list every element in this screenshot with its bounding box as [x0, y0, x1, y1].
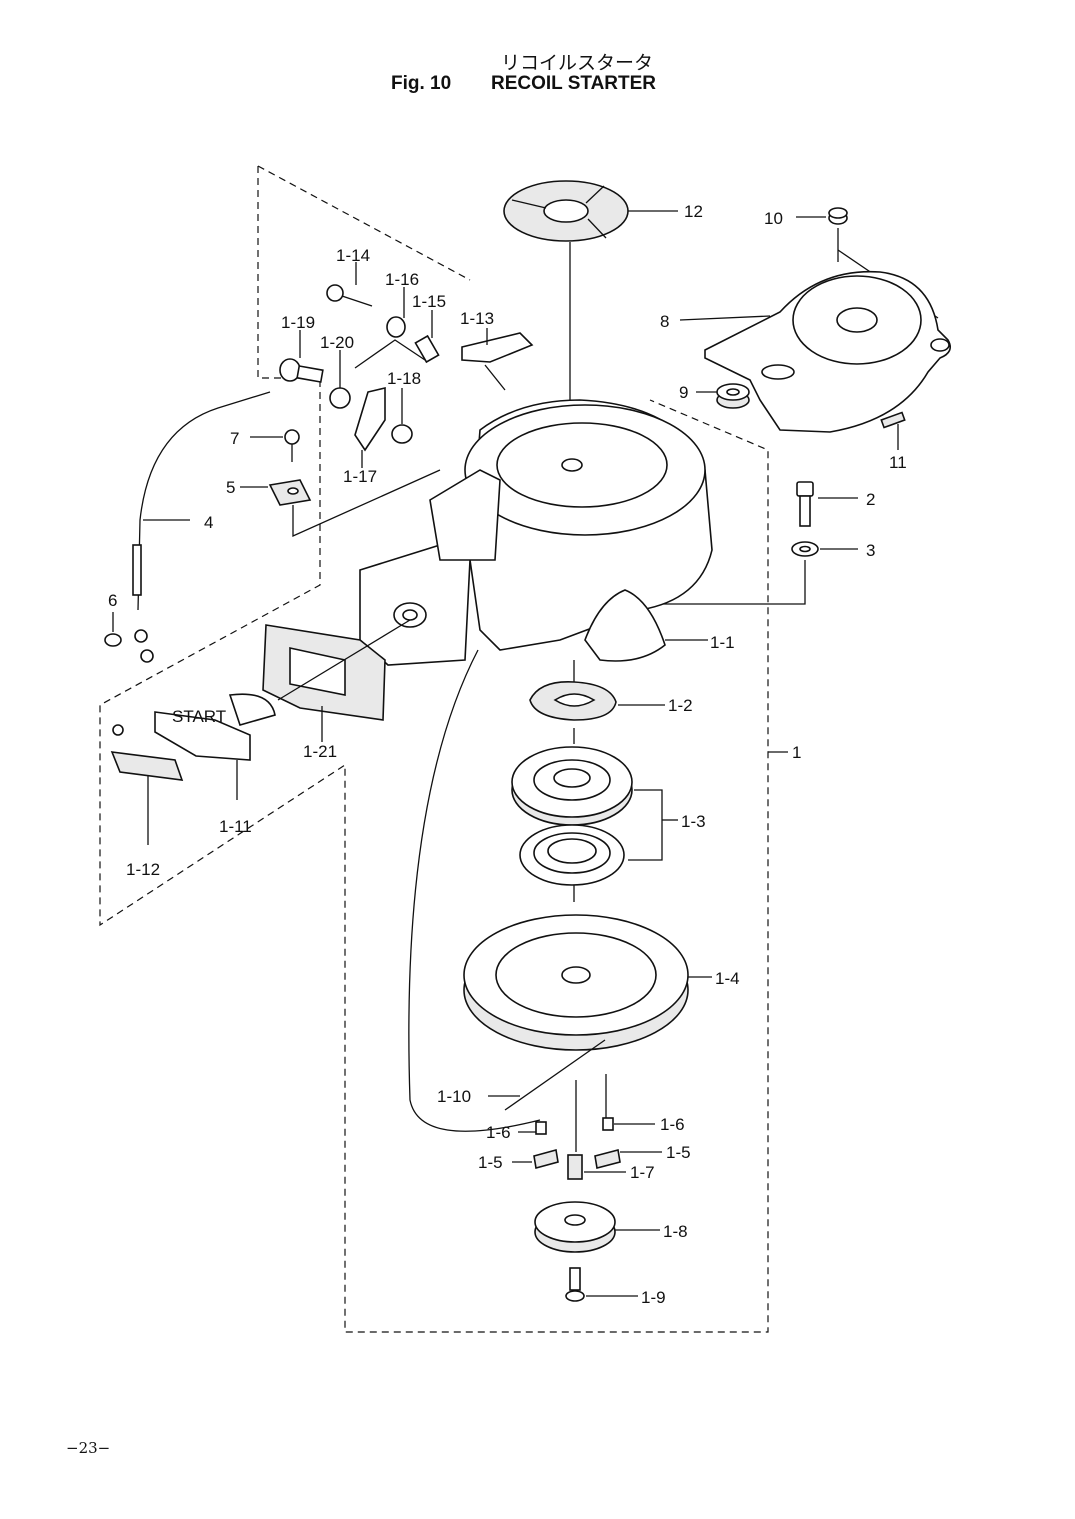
- callout-1-13: 1-13: [460, 309, 494, 328]
- callout-8: 8: [660, 312, 669, 331]
- callout-1-2: 1-2: [668, 696, 693, 715]
- callout-9: 9: [679, 383, 688, 402]
- callout-12: 12: [684, 202, 703, 221]
- part-1-17-lever: [354, 386, 386, 468]
- part-1-16-spring: [354, 287, 426, 369]
- callout-1: 1: [792, 743, 801, 762]
- callout-1-7: 1-7: [630, 1163, 655, 1182]
- part-5-plate: [240, 469, 441, 538]
- callout-1-5-right: 1-5: [666, 1143, 691, 1162]
- part-11-plate: [880, 411, 906, 450]
- callout-7: 7: [230, 429, 239, 448]
- part-1-12-insert: [110, 724, 184, 845]
- callout-1-12: 1-12: [126, 860, 160, 879]
- callout-1-18: 1-18: [387, 369, 421, 388]
- callout-1-14: 1-14: [336, 246, 370, 265]
- part-1-4-reel: [463, 914, 712, 1051]
- part-1-1-housing: [359, 399, 713, 666]
- part-8-cover: [679, 270, 951, 433]
- callout-6: 6: [108, 591, 117, 610]
- figure-title: RECOIL STARTER: [491, 73, 657, 94]
- part-6-clip: [104, 612, 122, 647]
- callout-2: 2: [866, 490, 875, 509]
- handle-start-marking: START: [172, 707, 226, 726]
- callout-10: 10: [764, 209, 783, 228]
- part-1-10-rope: [408, 649, 606, 1132]
- callout-1-16: 1-16: [385, 270, 419, 289]
- part-1-11-handle: START: [154, 693, 276, 800]
- part-1-15-pin: [414, 310, 440, 364]
- callout-1-19: 1-19: [281, 313, 315, 332]
- part-1-20-collar: [329, 350, 351, 409]
- part-7-screw: [250, 429, 300, 462]
- page-number: −23−: [66, 1439, 111, 1457]
- figure-number: Fig. 10: [391, 73, 452, 94]
- part-1-6-spring-right: [602, 1074, 655, 1131]
- callout-1-1: 1-1: [710, 633, 735, 652]
- part-4-cable: [132, 391, 271, 663]
- title-japanese: リコイルスタータ: [500, 52, 653, 74]
- part-1-8-ratchet-guide: [534, 1201, 660, 1253]
- callout-1-9: 1-9: [641, 1288, 666, 1307]
- part-1-7-spring: [567, 1080, 626, 1180]
- part-1-9-screw: [565, 1267, 638, 1302]
- part-1-2-washer: [529, 660, 665, 721]
- callout-1-5-left: 1-5: [478, 1153, 503, 1172]
- callout-5: 5: [226, 478, 235, 497]
- callout-3: 3: [866, 541, 875, 560]
- part-2-bolt: [796, 481, 858, 527]
- callout-1-17: 1-17: [343, 467, 377, 486]
- part-1-3-spiral-spring: [519, 789, 678, 902]
- callout-1-10: 1-10: [437, 1087, 471, 1106]
- callout-1-21: 1-21: [303, 742, 337, 761]
- part-1-19-bolt: [279, 330, 324, 383]
- part-1-6-spring-left: [518, 1121, 547, 1135]
- callout-1-11: 1-11: [219, 817, 252, 836]
- callout-1-20: 1-20: [320, 333, 354, 352]
- part-12-disc: [503, 180, 678, 470]
- part-1-18-washer: [391, 388, 413, 444]
- part-1-3-spring-case: [511, 728, 633, 826]
- part-1-5-ratchet-left: [512, 1148, 559, 1170]
- callout-4: 4: [204, 513, 213, 532]
- part-1-5-ratchet-right: [594, 1149, 662, 1169]
- callout-1-3: 1-3: [681, 812, 706, 831]
- callout-1-15: 1-15: [412, 292, 446, 311]
- part-1-14-bolt: [326, 262, 373, 307]
- callout-1-4: 1-4: [715, 969, 740, 988]
- part-9-grommet: [696, 383, 750, 409]
- callout-1-6-right: 1-6: [660, 1115, 685, 1134]
- callout-11: 11: [889, 453, 907, 472]
- callout-1-6-left: 1-6: [486, 1123, 511, 1142]
- callout-1-8: 1-8: [663, 1222, 688, 1241]
- assembly-boundary-top: [257, 165, 471, 281]
- part-1-13-lever: [461, 328, 534, 391]
- part-1-21-guide-plate: [262, 619, 411, 742]
